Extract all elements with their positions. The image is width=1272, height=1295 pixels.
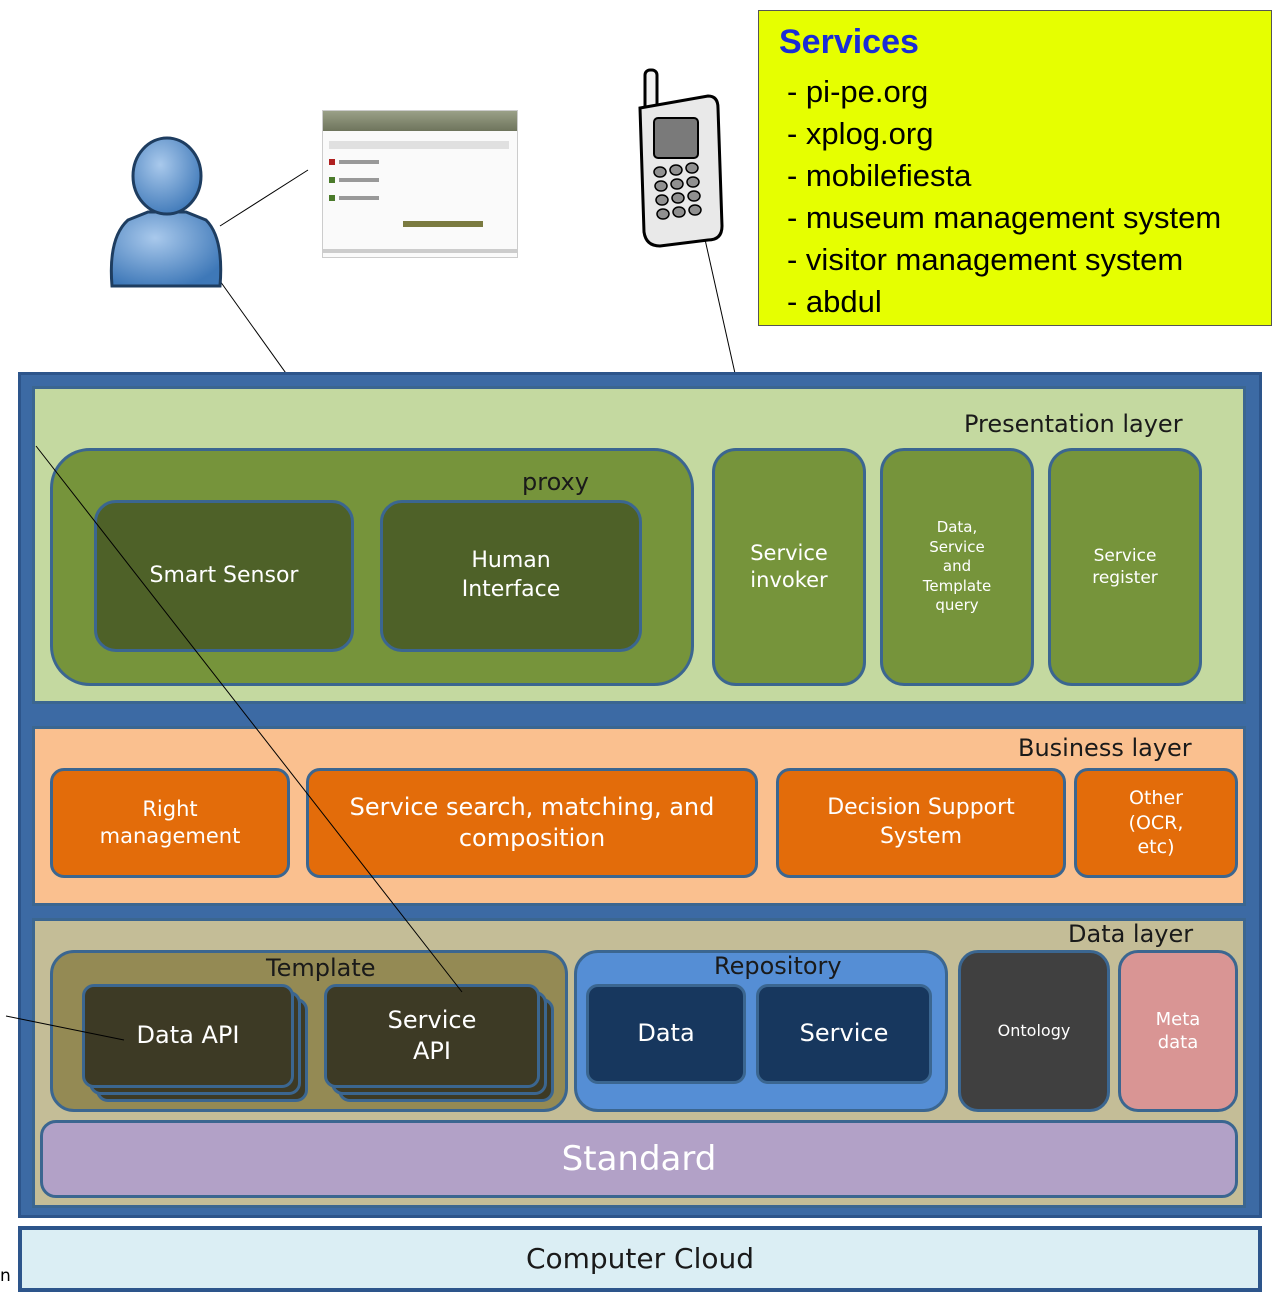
- service-item: - pi-pe.org: [787, 74, 929, 109]
- repository-data-box: Data: [586, 984, 746, 1084]
- service-api-box: Service API: [324, 984, 540, 1088]
- service-item: - museum management system: [787, 200, 1222, 235]
- browser-screenshot-icon: [322, 110, 518, 258]
- service-item: - visitor management system: [787, 242, 1184, 277]
- right-management-box: Right management: [50, 768, 290, 878]
- corner-text: n: [0, 1266, 11, 1286]
- computer-cloud-bar: Computer Cloud: [18, 1226, 1262, 1292]
- data-api-box: Data API: [82, 984, 294, 1088]
- proxy-label: proxy: [522, 468, 589, 496]
- service-item: - abdul: [787, 284, 882, 319]
- repository-label: Repository: [714, 952, 842, 980]
- ontology-box: Ontology: [958, 950, 1110, 1112]
- service-item: - xplog.org: [787, 116, 934, 151]
- service-invoker-box: Service invoker: [712, 448, 866, 686]
- data-service-template-query-box: Data, Service and Template query: [880, 448, 1034, 686]
- service-register-box: Service register: [1048, 448, 1202, 686]
- business-layer-title: Business layer: [1018, 734, 1192, 762]
- other-ocr-box: Other (OCR, etc): [1074, 768, 1238, 878]
- standard-bar: Standard: [40, 1120, 1238, 1198]
- services-box: Services - pi-pe.org - xplog.org - mobil…: [758, 10, 1272, 326]
- service-search-box: Service search, matching, and compositio…: [306, 768, 758, 878]
- template-label: Template: [266, 954, 376, 982]
- services-title: Services: [779, 23, 919, 61]
- data-layer-title: Data layer: [1068, 920, 1194, 948]
- decision-support-box: Decision Support System: [776, 768, 1066, 878]
- repository-service-box: Service: [756, 984, 932, 1084]
- service-item: - mobilefiesta: [787, 158, 972, 193]
- services-list: - pi-pe.org - xplog.org - mobilefiesta -…: [787, 71, 1221, 323]
- meta-data-box: Meta data: [1118, 950, 1238, 1112]
- presentation-layer-title: Presentation layer: [964, 410, 1183, 438]
- human-interface-box: Human Interface: [380, 500, 642, 652]
